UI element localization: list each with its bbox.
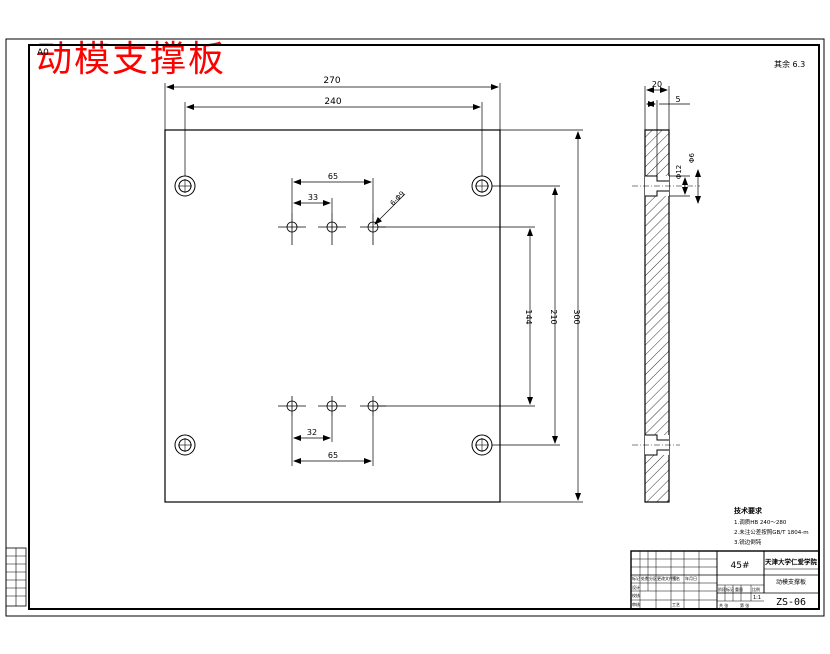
dim-text-hole-callout: 6-Φ9 xyxy=(389,190,407,208)
tb-role-cell: 审核 xyxy=(632,601,640,607)
tb-role-cell: 工艺 xyxy=(672,602,680,607)
counterbore-hole-top-right xyxy=(471,175,493,197)
tech-requirements-heading: 技术要求 xyxy=(734,506,763,515)
tb-header-cell: 分区 xyxy=(649,575,657,581)
dim-text-65-top: 65 xyxy=(328,172,338,181)
tb-role-cell: 校核 xyxy=(632,592,640,598)
small-hole xyxy=(318,213,346,245)
dim-270 xyxy=(164,83,501,130)
tb-scale: 1:1 xyxy=(753,595,761,601)
dim-text-32: 32 xyxy=(307,428,317,437)
dim-text-300: 300 xyxy=(572,309,581,324)
plate-outline xyxy=(164,129,501,503)
inner-border xyxy=(28,44,820,610)
tb-grid-cell: 重量 xyxy=(735,586,743,592)
counterbore-hole-top-left xyxy=(174,175,196,197)
side-dim-text-20: 20 xyxy=(652,80,662,89)
small-hole xyxy=(360,213,386,245)
roughness-note: 其余 6.3 xyxy=(774,59,805,69)
hole-callout-leader xyxy=(374,193,406,225)
tb-role-cell: 设计 xyxy=(632,584,640,590)
tb-header-cell: 签名 xyxy=(672,575,680,581)
tb-header-cell: 年月日 xyxy=(685,575,697,581)
dim-text-270: 270 xyxy=(323,76,340,86)
outer-border xyxy=(5,38,825,617)
tb-drawing-number: ZS-06 xyxy=(776,597,806,608)
front-view xyxy=(164,83,583,503)
side-dim-text-phi6: Φ6 xyxy=(688,152,696,163)
dim-240 xyxy=(184,102,483,176)
dim-text-65-bottom: 65 xyxy=(328,451,338,460)
tb-header-cell: 更改文件号 xyxy=(657,575,677,581)
small-hole xyxy=(278,396,306,416)
tb-grid-cell: 阶段标记 xyxy=(718,586,734,592)
margin-stamp-block xyxy=(5,547,27,607)
side-dim-text-5: 5 xyxy=(675,95,680,104)
side-dim-text-phi12: Φ12 xyxy=(675,165,683,179)
dim-144 xyxy=(378,226,535,407)
dim-300 xyxy=(500,129,583,503)
tb-material: 45# xyxy=(731,561,750,571)
sheet-size-label: A0 xyxy=(37,48,49,58)
tb-header-cell: 处数 xyxy=(641,575,649,581)
dim-text-33: 33 xyxy=(308,193,318,202)
dim-65-top xyxy=(291,178,374,213)
tb-sheet-cell: 第 张 xyxy=(740,602,749,608)
tb-school: 天津大学仁爱学院 xyxy=(765,557,818,566)
dim-text-144: 144 xyxy=(524,309,533,324)
tb-sheet-cell: 共 张 xyxy=(719,602,728,608)
tb-part-name: 动模支撑板 xyxy=(776,578,806,586)
dim-210 xyxy=(492,185,560,446)
side-section-view xyxy=(632,86,701,503)
dim-65-bottom xyxy=(291,416,374,466)
dim-32 xyxy=(291,416,333,442)
small-hole xyxy=(318,396,346,416)
tech-requirement-item: 3.锐边倒钝 xyxy=(734,538,762,546)
title-block xyxy=(630,550,820,610)
dim-33 xyxy=(293,198,333,213)
tech-requirement-item: 2.未注公差按照GB/T 1804-m xyxy=(734,528,809,536)
dim-text-210: 210 xyxy=(549,309,558,324)
dim-text-240: 240 xyxy=(324,97,341,107)
tech-requirement-item: 1.调质HB 240～280 xyxy=(734,518,787,526)
counterbore-hole-bottom-right xyxy=(471,434,493,456)
tb-header-cell: 标记 xyxy=(632,575,640,581)
counterbore-hole-bottom-left xyxy=(174,434,196,456)
small-hole xyxy=(278,213,306,245)
tb-grid-cell: 比例 xyxy=(752,586,760,592)
